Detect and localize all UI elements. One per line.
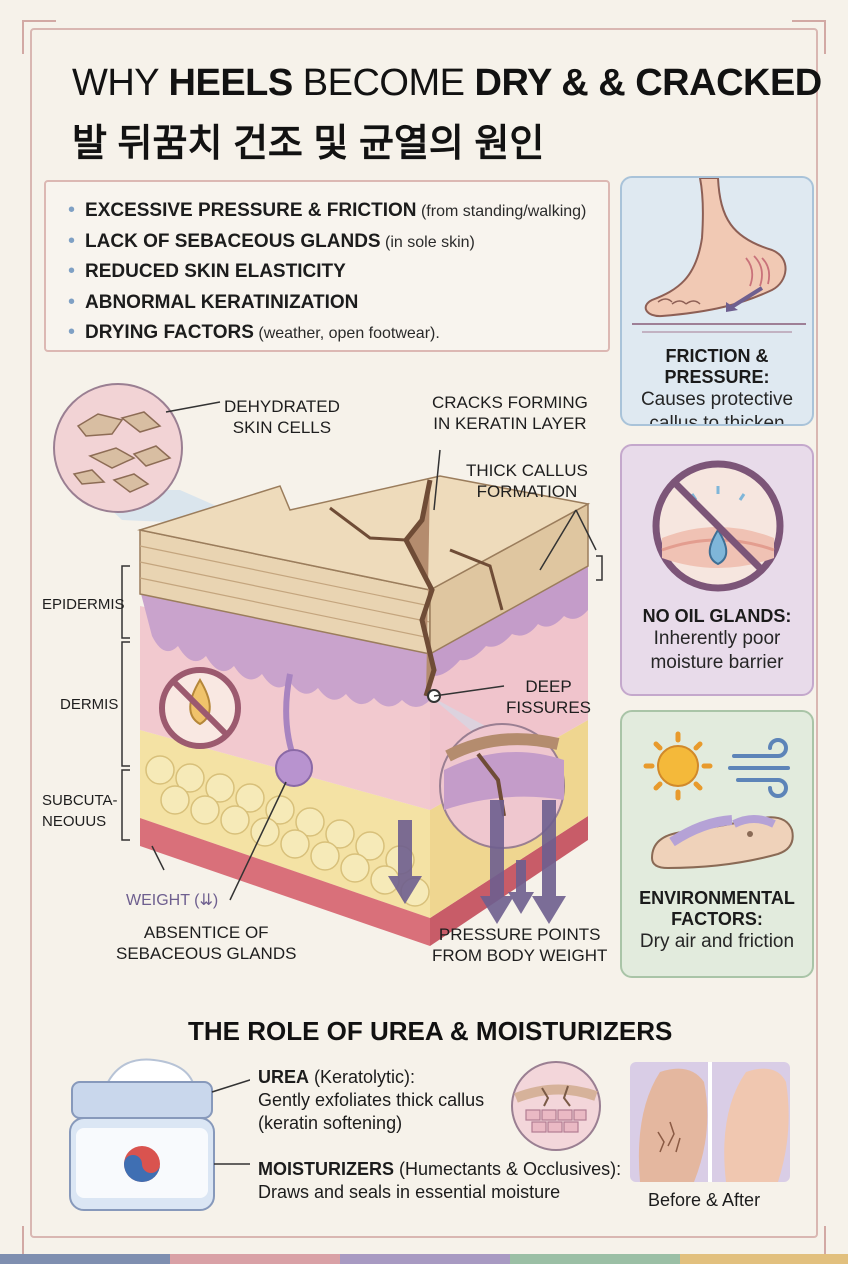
label-epidermis: EPIDERMIS <box>42 596 125 613</box>
frame-corner-ornament <box>22 20 56 54</box>
environmental-factors-card: ENVIRONMENTAL FACTORS: Dry air and frict… <box>620 710 814 978</box>
card-heading: NO OIL GLANDS: <box>642 606 792 626</box>
color-stripe <box>680 1254 848 1264</box>
label-weight: WEIGHT (⇊) <box>126 892 219 909</box>
page-title-korean: 발 뒤꿈치 건조 및 균열의 원인 <box>72 123 545 165</box>
card-text: Inherently poor <box>653 628 781 649</box>
card-text: Dry air and friction <box>639 931 795 952</box>
color-stripe <box>0 1254 170 1264</box>
causes-list-box: EXCESSIVE PRESSURE & FRICTION (from stan… <box>44 180 610 352</box>
card-text: moisture barrier <box>650 652 784 673</box>
friction-pressure-card: FRICTION & PRESSURE: Causes protective c… <box>620 176 814 426</box>
card-heading: ENVIRONMENTAL <box>639 888 795 908</box>
card-text: Causes protective <box>640 389 794 410</box>
frame-corner-ornament <box>792 20 826 54</box>
cause-item: EXCESSIVE PRESSURE & FRICTION (from stan… <box>68 196 608 227</box>
cause-item: ABNORMAL KERATINIZATION <box>68 288 608 319</box>
card-text: callus to thicken <box>649 413 785 426</box>
cause-item: LACK OF SEBACEOUS GLANDS (in sole skin) <box>68 227 608 258</box>
urea-description: UREA (Keratolytic): Gently exfoliates th… <box>258 1067 485 1133</box>
color-stripe <box>340 1254 510 1264</box>
moisturizers-description: MOISTURIZERS (Humectants & Occlusives): … <box>258 1159 622 1202</box>
cause-item: REDUCED SKIN ELASTICITY <box>68 257 608 288</box>
environment-illustration <box>643 731 794 870</box>
skin-cells-magnifier-icon <box>511 1061 601 1151</box>
cause-item: DRYING FACTORS (weather, open footwear). <box>68 318 608 349</box>
skin-block-illustration <box>53 383 603 946</box>
color-stripe <box>170 1254 340 1264</box>
color-stripe <box>510 1254 680 1264</box>
sun-icon <box>643 731 713 801</box>
cream-jar-icon <box>69 1058 250 1211</box>
section-title: THE ROLE OF UREA & MOISTURIZERS <box>188 1016 673 1046</box>
no-oil-glands-card: NO OIL GLANDS: Inherently poor moisture … <box>620 444 814 696</box>
sandals-icon <box>650 815 794 870</box>
wind-icon <box>728 738 790 798</box>
no-oil-icon <box>652 460 784 592</box>
before-after-label: Before & After <box>648 1190 761 1210</box>
page-title: WHY HEELS BECOME DRY & & CRACKED <box>72 62 822 104</box>
card-heading: FACTORS: <box>671 909 763 929</box>
foot-friction-icon <box>632 178 806 333</box>
label-subcutaneous: SUBCUTA-NEOUUS <box>42 792 118 830</box>
before-after-heel-image <box>630 1062 790 1182</box>
card-heading: FRICTION & PRESSURE: <box>664 346 770 387</box>
page-frame <box>30 28 818 1238</box>
label-dermis: DERMIS <box>60 696 119 713</box>
